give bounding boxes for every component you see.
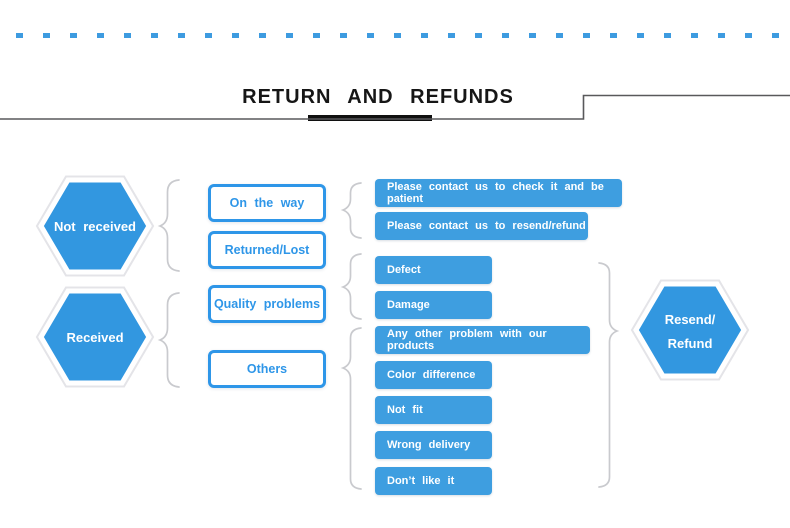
category-box-others: Others <box>208 350 326 388</box>
detail-box-any-other-problem: Any other problem with our products <box>375 326 590 354</box>
refund-line: Refund <box>667 336 713 351</box>
title-underline <box>308 115 432 121</box>
detail-box-not-fit: Not fit <box>375 396 492 424</box>
category-box-quality-problems: Quality problems <box>208 285 326 323</box>
detail-box-wrong-delivery: Wrong delivery <box>375 431 492 459</box>
category-box-on-the-way: On the way <box>208 184 326 222</box>
category-box-returned-lost: Returned/Lost <box>208 231 326 269</box>
detail-box-color-difference: Color difference <box>375 361 492 389</box>
brace-on-the-way <box>340 182 362 239</box>
brace-quality-problems <box>340 253 362 320</box>
brace-not-received <box>157 179 180 272</box>
page-title: RETURN AND REFUNDS <box>242 86 514 108</box>
brace-others <box>340 327 362 490</box>
brace-received <box>157 292 180 388</box>
detail-box-dont-like-it: Don’t like it <box>375 467 492 495</box>
dotted-divider <box>16 33 788 38</box>
detail-box-check-patient: Please contact us to check it and be pat… <box>375 179 622 207</box>
hexagon-label-resend-refund: Resend/ Refund <box>640 308 740 356</box>
detail-box-damage: Damage <box>375 291 492 319</box>
detail-box-defect: Defect <box>375 256 492 284</box>
detail-box-resend-refund: Please contact us to resend/refund <box>375 212 588 240</box>
hexagon-label-not-received: Not received <box>53 219 137 234</box>
hexagon-label-received: Received <box>66 330 124 345</box>
resend-line: Resend/ <box>664 312 716 327</box>
brace-result <box>598 262 620 488</box>
